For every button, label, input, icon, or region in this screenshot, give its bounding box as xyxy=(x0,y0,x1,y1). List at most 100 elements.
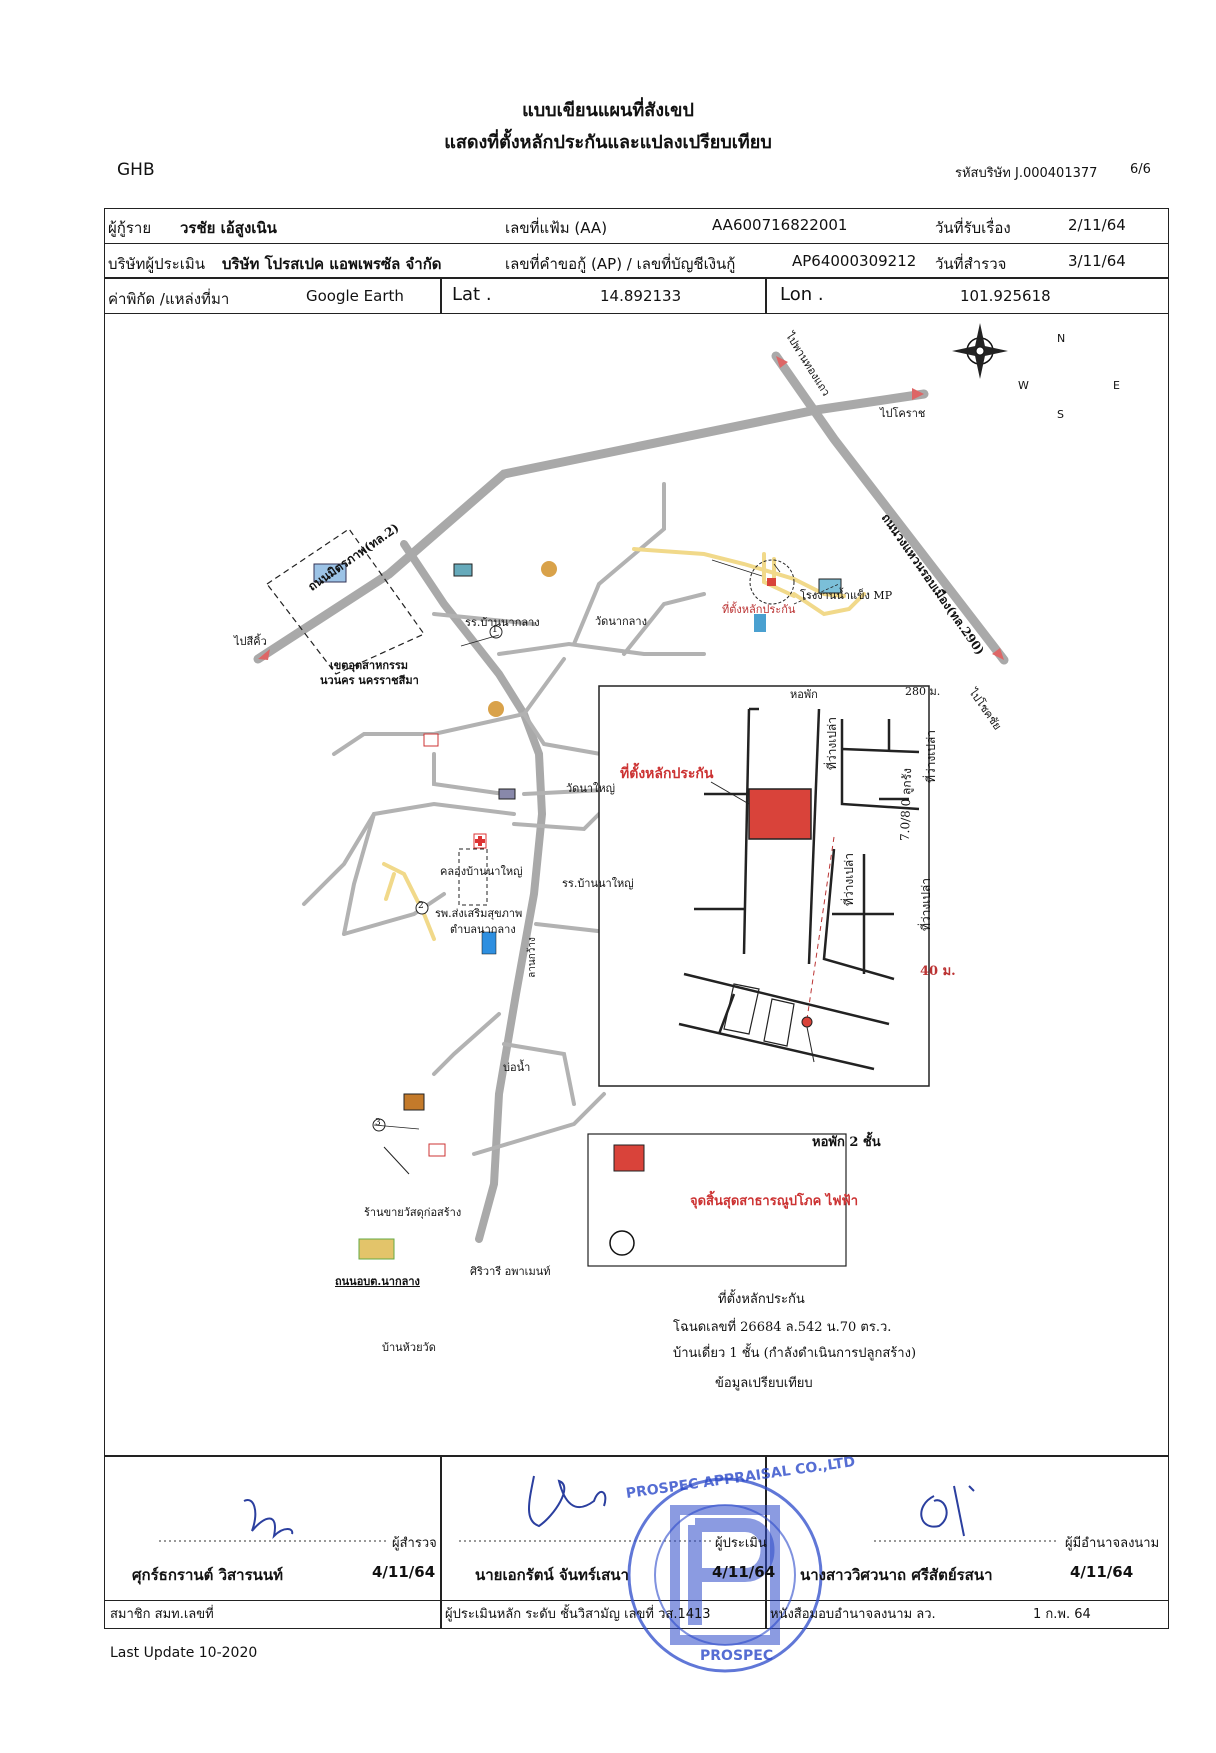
file-label: เลขที่แฟ้ม (AA) xyxy=(505,219,608,237)
company-code: รหัสบริษัท J.000401377 xyxy=(955,166,1098,181)
page-subtitle: แสดงที่ตั้งหลักประกันและแปลงเปรียบเทียบ xyxy=(444,132,772,153)
inset-map xyxy=(598,685,930,1087)
stamp-bottom: PROSPEC xyxy=(700,1648,774,1664)
signature-table xyxy=(104,1456,1169,1629)
school2-icon xyxy=(498,788,516,800)
hospital-icon xyxy=(473,833,487,849)
surveyor-name: ศุกร์ธกรานต์ วิสารนนท์ xyxy=(132,1566,284,1584)
page-number: 6/6 xyxy=(1130,162,1151,177)
location-map xyxy=(253,323,1009,1267)
last-update: Last Update 10-2020 xyxy=(110,1645,258,1661)
label-school-naklang: รร.บ้านนากลาง xyxy=(465,616,540,629)
company-name: บริษัท โปรสเปค แอพเพรซัล จำกัด xyxy=(222,255,442,273)
label-ice-factory: โรงงานน้ำแข็ง MP xyxy=(800,589,893,602)
appraiser-date: 4/11/64 xyxy=(712,1563,776,1581)
surveyor-role: ผู้สำรวจ xyxy=(392,1536,437,1551)
inset-vacant-2: ที่ว่างเปล่า xyxy=(924,729,939,784)
apartment-icon xyxy=(428,1143,446,1157)
legend-collateral-label: ที่ตั้งหลักประกัน xyxy=(718,1292,805,1307)
inset-dorm2: หอพัก 2 ชั้น xyxy=(812,1135,881,1150)
temple-icon xyxy=(541,561,557,577)
marker-1-label: 1 xyxy=(492,625,498,635)
request-number: AP64000309212 xyxy=(792,252,917,270)
main-local-road xyxy=(400,540,547,1243)
label-apartment: ศิริวารี อพาเมนท์ xyxy=(470,1265,551,1278)
file-number: AA600716822001 xyxy=(712,216,848,234)
company-label: บริษัทผู้ประเมิน xyxy=(108,255,206,273)
collateral-circle xyxy=(749,559,795,605)
house-icon xyxy=(423,733,439,747)
lat-label: Lat . xyxy=(452,284,492,305)
label-wat-nayai: วัดนาใหญ่ xyxy=(566,782,616,795)
surveyor-signature xyxy=(243,1499,294,1540)
factory-icon xyxy=(313,563,347,583)
label-pond: บ่อน้ำ xyxy=(503,1061,531,1074)
signer-auth-date: 1 ก.พ. 64 xyxy=(1033,1607,1091,1622)
appraiser-role: ผู้ประเมิน xyxy=(715,1536,767,1551)
signer-signature xyxy=(920,1485,975,1537)
industrial-zone xyxy=(266,528,425,675)
pole-marker xyxy=(801,1016,813,1028)
road-to-korat xyxy=(811,389,929,415)
info-table xyxy=(104,208,1169,314)
label-hospital-1: รพ.ส่งเสริมสุขภาพ xyxy=(435,907,523,920)
lon-label: Lon . xyxy=(780,284,824,305)
label-dormitory: หอพัก xyxy=(790,688,818,701)
legend-house: บ้านเดี่ยว 1 ชั้น (กำลังดำเนินการปลูกสร้… xyxy=(673,1346,917,1361)
label-canal-nayai: คลองบ้านนาใหญ่ xyxy=(440,865,523,878)
appraiser-name: นายเอกรัตน์ จันทร์เสนา xyxy=(475,1566,629,1584)
map-frame xyxy=(104,314,1169,1456)
legend-compare-circle xyxy=(609,1230,635,1256)
compass-rose xyxy=(952,323,1008,379)
ice-factory-icon xyxy=(818,578,842,594)
marker-3-label: 3 xyxy=(375,1118,381,1128)
borrower-name: วรชัย เอ้สูงเนิน xyxy=(180,219,277,237)
label-ban-huaiwat: บ้านห้วยวัด xyxy=(382,1341,436,1354)
coord-source: Google Earth xyxy=(306,287,404,305)
shop-icon xyxy=(403,1093,425,1111)
label-road-obt: ถนนอบต.นากลาง xyxy=(335,1275,420,1288)
label-industrial-2: นวนคร นครราชสีมา xyxy=(320,674,419,687)
distance-line xyxy=(806,836,835,1020)
received-label: วันที่รับเรื่อง xyxy=(935,219,1011,237)
label-hospital-2: ตำบลนากลาง xyxy=(450,923,516,936)
coord-label: ค่าพิกัด /แหล่งที่มา xyxy=(108,290,230,308)
signer-role: ผู้มีอำนาจลงนาม xyxy=(1065,1536,1160,1551)
inset-collateral-label: ที่ตั้งหลักประกัน xyxy=(620,766,714,782)
surveyor-member: สมาชิก สมท.เลขที่ xyxy=(110,1607,214,1622)
highway-ring-290 xyxy=(771,351,1009,665)
label-plaza: ลานกว้าง xyxy=(526,937,538,978)
marker-2-label: 2 xyxy=(418,901,424,911)
appraiser-signature xyxy=(528,1475,607,1528)
marker-2 xyxy=(415,901,429,915)
plaza-outline xyxy=(458,848,488,906)
inset-vacant-3: ที่ว่างเปล่า xyxy=(842,852,857,907)
label-school-nayai: รร.บ้านนาใหญ่ xyxy=(562,877,634,890)
village-icon xyxy=(358,1238,395,1260)
inset-dist-40: 40 ม. xyxy=(920,964,956,979)
collateral-marker-map xyxy=(767,578,776,586)
inset-vacant-4: ที่ว่างเปล่า xyxy=(919,877,934,932)
label-wat-naklang: วัดนากลาง xyxy=(595,615,647,628)
school-icon xyxy=(453,563,473,577)
highway-mittraphap xyxy=(253,405,821,664)
label-to-sikhio: ไปสีคิ้ว xyxy=(234,635,267,648)
compass-n: N xyxy=(1057,332,1066,345)
inset-collateral xyxy=(748,788,812,840)
inset-pole-label: จุดสิ้นสุดสาธารณูปโภค ไฟฟ้า xyxy=(690,1194,859,1209)
legend-compare-label: ข้อมูลเปรียบเทียบ xyxy=(715,1376,813,1391)
legend-deed: โฉนดเลขที่ 26684 ล.542 น.70 ตร.ว. xyxy=(673,1320,892,1335)
compass-s: S xyxy=(1057,408,1064,421)
compass-w: W xyxy=(1018,379,1029,392)
page-title: แบบเขียนแผนที่สังเขป xyxy=(522,100,694,121)
survey-label: วันที่สำรวจ xyxy=(935,255,1007,273)
surveyor-date: 4/11/64 xyxy=(372,1563,436,1581)
marker-3 xyxy=(372,1118,386,1132)
temple2-icon xyxy=(488,701,504,717)
compass-e: E xyxy=(1113,379,1120,392)
inset-road-width: 7.0/8.0 ลูกรัง xyxy=(897,767,915,842)
label-shop: ร้านขายวัสดุก่อสร้าง xyxy=(364,1206,462,1219)
label-to-korat: ไปโคราช xyxy=(880,407,926,420)
lat-value: 14.892133 xyxy=(600,287,682,305)
request-label: เลขที่คำขอกู้ (AP) / เลขที่บัญชีเงินกู้ xyxy=(505,255,736,273)
